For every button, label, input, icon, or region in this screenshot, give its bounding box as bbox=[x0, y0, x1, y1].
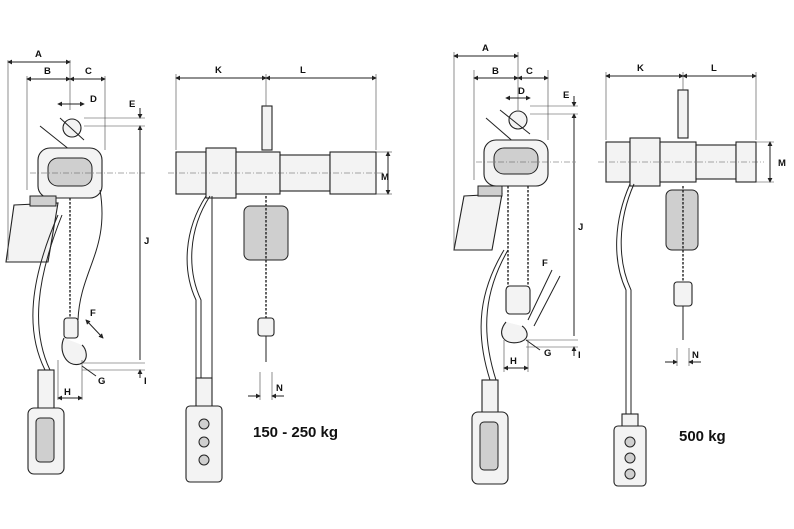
small-front-dimensions: K L M N bbox=[175, 65, 392, 400]
label-E: E bbox=[129, 99, 135, 110]
label-D-large: D bbox=[518, 86, 525, 97]
label-J: J bbox=[144, 236, 149, 247]
label-N-large: N bbox=[692, 350, 699, 361]
large-side-dimensions: A B C D E J I F G H bbox=[453, 43, 583, 372]
label-N: N bbox=[276, 383, 283, 394]
large-hoist-front-view bbox=[598, 89, 764, 487]
label-M: M bbox=[381, 172, 389, 183]
label-K-large: K bbox=[637, 63, 644, 74]
label-I-large: I bbox=[578, 350, 581, 361]
label-B: B bbox=[44, 66, 51, 77]
label-C: C bbox=[85, 66, 92, 77]
label-F-large: F bbox=[542, 258, 548, 269]
label-K: K bbox=[215, 65, 222, 76]
small-side-dimensions: A B C D E J I F G H bbox=[7, 49, 149, 401]
label-F: F bbox=[90, 308, 96, 319]
label-A: A bbox=[35, 49, 42, 60]
label-L: L bbox=[300, 65, 306, 76]
caption-small: 150 - 250 kg bbox=[253, 424, 338, 441]
small-hoist-side-view bbox=[5, 117, 145, 475]
label-C-large: C bbox=[526, 66, 533, 77]
large-front-dimensions: K L M N bbox=[605, 63, 786, 366]
label-G-large: G bbox=[544, 348, 551, 359]
caption-large: 500 kg bbox=[679, 428, 726, 445]
label-M-large: M bbox=[778, 158, 786, 169]
label-L-large: L bbox=[711, 63, 717, 74]
large-hoist-side-view bbox=[453, 109, 576, 485]
label-B-large: B bbox=[492, 66, 499, 77]
small-hoist-front-view bbox=[168, 105, 384, 483]
label-J-large: J bbox=[578, 222, 583, 233]
label-I: I bbox=[144, 376, 147, 387]
label-H: H bbox=[64, 387, 71, 398]
label-E-large: E bbox=[563, 90, 569, 101]
label-G: G bbox=[98, 376, 105, 387]
label-A-large: A bbox=[482, 43, 489, 54]
label-H-large: H bbox=[510, 356, 517, 367]
label-D: D bbox=[90, 94, 97, 105]
